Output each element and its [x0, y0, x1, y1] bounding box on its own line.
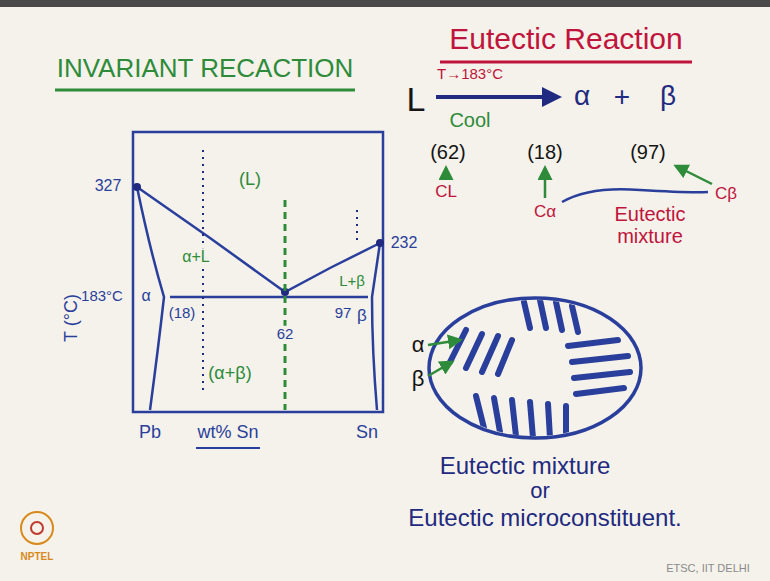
phase-symbol: L [406, 81, 427, 118]
composition: (62) [429, 141, 467, 163]
phase-diagram [133, 132, 383, 412]
phase-label: α [411, 333, 426, 357]
composition: (18) [526, 141, 564, 163]
phase-label: α [140, 287, 151, 305]
condition: T→183°C [436, 66, 504, 83]
composition-symbol: CL [434, 183, 458, 202]
axis-label: Sn [355, 423, 379, 443]
underline [55, 89, 355, 92]
grain-outline [429, 298, 641, 438]
lamellae [450, 300, 630, 438]
composition-symbol: Cα [533, 203, 557, 222]
logo [21, 512, 53, 544]
title: Eutectic Reaction [448, 22, 683, 55]
reaction-arrow [436, 95, 558, 99]
watermark: ETSC, IIT DELHI [665, 562, 751, 574]
phase-symbol: β [659, 81, 677, 112]
phase-label: (L) [238, 170, 262, 190]
phase-label: β [411, 367, 426, 391]
phase-label: β [356, 307, 368, 326]
operator: + [613, 82, 631, 113]
dotted-line [356, 210, 358, 242]
caption-line: Eutectic mixture [439, 453, 612, 479]
composition-symbol: Cβ [714, 185, 738, 204]
leader-arrow [676, 166, 712, 184]
logo-text: NPTEL [20, 551, 55, 562]
axis-value: 327 [94, 177, 123, 195]
heading: INVARIANT RECACTION [56, 54, 355, 83]
leader-arrow [428, 340, 460, 345]
condition: Cool [448, 109, 491, 131]
composition: (97) [629, 141, 667, 163]
caption-line: or [529, 479, 551, 503]
dashed-line [284, 200, 287, 410]
caption-line: Eutectic microconstituent. [407, 505, 682, 531]
composition: (18) [168, 305, 197, 322]
dotted-line [202, 150, 204, 395]
axis-value: 232 [390, 234, 419, 252]
leader-arrow [445, 168, 448, 180]
axis-title: wt% Sn [196, 423, 259, 443]
axis-label: Pb [138, 423, 162, 443]
phase-label: α+L [181, 248, 211, 266]
leader-arrow [544, 168, 547, 198]
composition: 62 [276, 326, 295, 343]
leader-arrow [428, 362, 452, 376]
phase-label: (α+β) [207, 364, 252, 384]
phase-label: L+β [338, 273, 366, 290]
phase-symbol: α [573, 81, 591, 112]
underline [196, 447, 260, 449]
bracket [562, 189, 708, 202]
top-bar [0, 0, 770, 7]
composition: 97 [334, 305, 353, 322]
note: Eutectic mixture [601, 203, 699, 247]
axis-value: 183°C [80, 288, 124, 305]
axis-title: T (°C) [62, 293, 82, 343]
logo [31, 522, 43, 534]
underline [440, 61, 692, 64]
